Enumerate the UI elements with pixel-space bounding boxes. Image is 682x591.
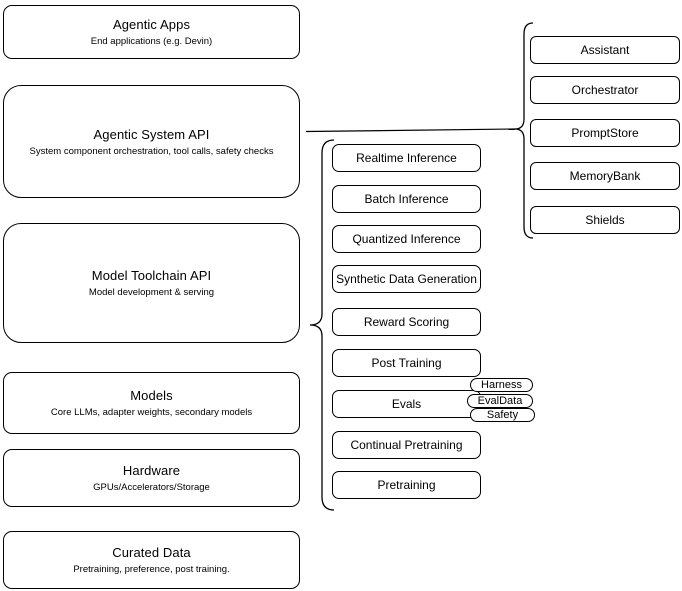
component-promptstore: PromptStore (530, 119, 680, 147)
node-subtitle: End applications (e.g. Devin) (90, 36, 213, 47)
component-memorybank: MemoryBank (530, 162, 680, 190)
component-orchestrator: Orchestrator (530, 76, 680, 104)
toolchain-group-brace (309, 139, 335, 511)
node-subtitle: System component orchestration, tool cal… (29, 145, 274, 157)
node-model-toolchain-api: Model Toolchain API Model development & … (3, 223, 300, 343)
component-assistant: Assistant (530, 36, 680, 64)
node-curated-data: Curated Data Pretraining, preference, po… (3, 531, 300, 589)
toolchain-item-evals: Evals (332, 390, 481, 418)
toolchain-item-synthetic-data-generation: Synthetic Data Generation (332, 265, 481, 293)
node-agentic-system-api: Agentic System API System component orch… (3, 85, 300, 198)
node-title: Agentic System API (93, 126, 210, 142)
node-title: Curated Data (112, 545, 191, 560)
toolchain-item-batch-inference: Batch Inference (332, 185, 481, 213)
toolchain-item-continual-pretraining: Continual Pretraining (332, 431, 481, 459)
toolchain-item-post-training: Post Training (332, 349, 481, 377)
node-subtitle: GPUs/Accelerators/Storage (93, 482, 210, 493)
eval-tag-safety: Safety (470, 408, 535, 422)
eval-tag-evaldata: EvalData (467, 394, 533, 408)
toolchain-item-quantized-inference: Quantized Inference (332, 225, 481, 253)
node-title: Models (130, 388, 173, 403)
toolchain-item-realtime-inference: Realtime Inference (332, 144, 481, 172)
eval-tag-harness: Harness (470, 378, 533, 392)
node-subtitle: Pretraining, preference, post training. (73, 564, 230, 575)
toolchain-item-pretraining: Pretraining (332, 471, 481, 499)
component-shields: Shields (530, 206, 680, 234)
node-subtitle: Model development & serving (88, 287, 215, 298)
node-title: Agentic Apps (112, 17, 191, 32)
toolchain-item-reward-scoring: Reward Scoring (332, 308, 481, 336)
node-hardware: Hardware GPUs/Accelerators/Storage (3, 449, 300, 507)
system-api-connector-line (305, 128, 516, 133)
node-subtitle: Core LLMs, adapter weights, secondary mo… (50, 407, 253, 418)
node-title: Model Toolchain API (91, 268, 212, 283)
node-models: Models Core LLMs, adapter weights, secon… (3, 372, 300, 434)
node-title: Hardware (122, 463, 181, 478)
node-agentic-apps: Agentic Apps End applications (e.g. Devi… (3, 5, 300, 59)
